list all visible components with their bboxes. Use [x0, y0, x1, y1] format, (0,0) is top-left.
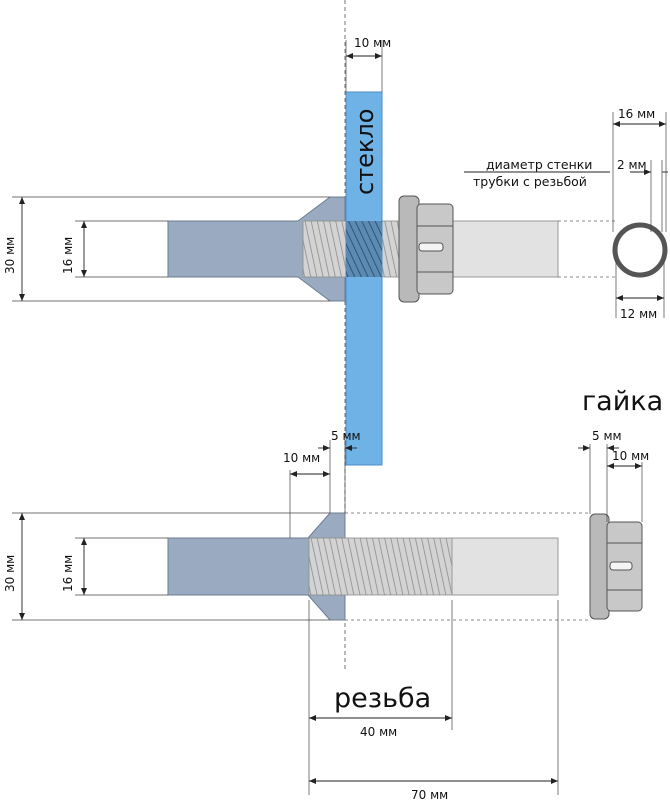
bottom-thread-section — [308, 537, 453, 596]
wall-label-line2: трубки с резьбой — [473, 174, 587, 189]
top-assembly: стекло — [3, 36, 668, 466]
top-projection-lines — [558, 220, 615, 278]
bottom-dimension-lines — [19, 445, 642, 784]
top-tube-body — [447, 220, 559, 278]
nut-label: гайка — [582, 386, 663, 417]
bottom-tube-body — [451, 537, 559, 596]
glass-thread-section — [346, 221, 382, 277]
dim-tube-inner-diameter: 12 мм — [620, 307, 657, 321]
dim-nut-flange: 5 мм — [592, 429, 622, 443]
bottom-projection-lines — [345, 512, 590, 621]
dim-glass-thickness: 10 мм — [354, 36, 391, 50]
dim-head-diameter-top: 30 мм — [3, 237, 17, 274]
dim-cone-step: 5 мм — [331, 429, 361, 443]
bottom-extension-lines — [12, 440, 643, 795]
dim-thread-length: 40 мм — [360, 725, 397, 739]
dim-cone-length: 10 мм — [283, 451, 320, 465]
dim-bolt-diameter-bottom: 16 мм — [61, 555, 75, 592]
bottom-nut — [589, 513, 643, 620]
top-cone-head — [167, 196, 346, 302]
top-dimension-lines — [19, 53, 668, 301]
top-extension-lines — [12, 40, 667, 318]
dim-tube-outer-diameter: 16 мм — [618, 107, 655, 121]
dim-head-diameter-bottom: 30 мм — [3, 555, 17, 592]
dim-bolt-diameter-top: 16 мм — [61, 237, 75, 274]
thread-label: резьба — [334, 683, 431, 714]
bottom-assembly: гайка — [3, 386, 663, 800]
glass-pane — [345, 91, 383, 466]
glass-label: стекло — [351, 109, 379, 195]
tube-cross-section — [612, 222, 668, 278]
top-nut — [398, 195, 454, 303]
dim-nut-body: 10 мм — [612, 449, 649, 463]
dim-total-length: 70 мм — [411, 788, 448, 800]
dim-wall-thickness: 2 мм — [617, 158, 647, 172]
wall-label-line1: диаметр стенки — [486, 157, 592, 172]
